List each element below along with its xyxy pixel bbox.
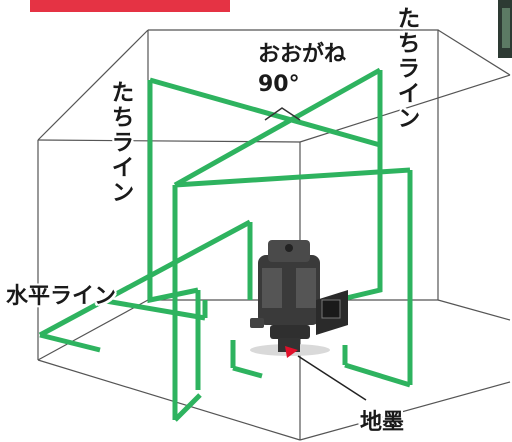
ceiling-cross-label-line2: 90° [258,72,300,97]
red-banner [30,0,230,12]
thumbnail-photo [498,0,512,58]
ground-point-label: 地墨 [360,410,405,435]
ceiling-cross-label-line1: おおがね [258,42,347,67]
laser-lines [147,67,413,422]
laser-vertical-plane-left [147,80,199,304]
horizontal-line-label: 水平ライン [6,284,117,309]
ground-point-marker [285,346,298,358]
laser-horizontal-plane [38,219,253,353]
laser-vertical-plane-right [337,70,383,303]
laser-level-device [250,240,348,356]
ground-label-pointer [297,355,367,401]
vertical-line-label-left: たちライン [107,80,133,205]
right-angle-marker [264,107,301,121]
vertical-line-label-right: たちライン [393,6,419,131]
